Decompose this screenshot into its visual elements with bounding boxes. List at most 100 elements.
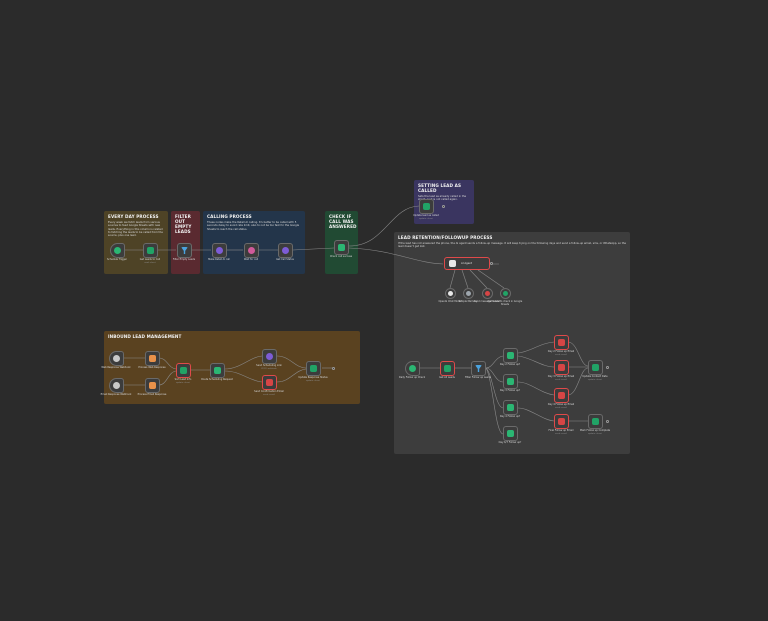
if-node[interactable]	[503, 426, 518, 441]
code-node[interactable]	[145, 351, 160, 366]
node-label: Day 4 Follow up?	[499, 415, 521, 418]
output-handle[interactable]	[606, 366, 609, 369]
connection	[567, 367, 589, 396]
sticky-every-day-process[interactable]: EVERY DAY PROCESS Every week we fetch le…	[104, 211, 168, 274]
if-node[interactable]	[503, 400, 518, 415]
update-sheet-node[interactable]	[306, 361, 321, 376]
node-label: AI Agent	[461, 262, 473, 265]
connection	[517, 381, 555, 396]
gmail-node[interactable]	[554, 360, 569, 375]
node-label: Get Call Status	[276, 258, 294, 261]
http-request-node[interactable]	[212, 243, 227, 258]
ai-agent-node[interactable]: AI Agent	[444, 257, 490, 270]
webhook-icon	[113, 355, 120, 362]
if-node[interactable]	[503, 348, 518, 363]
output-handle[interactable]	[442, 205, 445, 208]
switch-node[interactable]	[210, 363, 225, 378]
get-leads-node[interactable]	[440, 361, 455, 376]
sticky-calling-process[interactable]: CALLING PROCESS These nodes make the Ret…	[203, 211, 305, 274]
http-request-node[interactable]	[262, 349, 277, 364]
output-handle[interactable]	[490, 262, 493, 265]
code-icon	[149, 355, 156, 362]
http-request-node[interactable]	[278, 243, 293, 258]
node-label: Send message to lead	[473, 300, 501, 303]
node-label: Day 2 Follow up?	[499, 363, 521, 366]
connection	[348, 205, 420, 247]
memory-node[interactable]	[463, 288, 474, 299]
sheets-icon	[423, 203, 430, 210]
clock-icon	[409, 365, 416, 372]
if-icon	[507, 404, 514, 411]
sticky-title: CHECK IF CALL WAS ANSWERED	[329, 214, 357, 229]
wait-node[interactable]	[244, 243, 259, 258]
clock-icon	[114, 247, 121, 254]
gmail-node[interactable]	[554, 335, 569, 350]
webhook-node[interactable]	[109, 351, 124, 366]
node-label: Process Email Response	[137, 393, 167, 396]
gmail-node[interactable]	[554, 388, 569, 403]
node-label: Day 3 Follow up?	[499, 389, 521, 392]
get-leads-node[interactable]	[143, 243, 158, 258]
output-handle[interactable]	[332, 367, 335, 370]
connection	[276, 368, 307, 383]
wait-icon	[248, 247, 255, 254]
filter-node[interactable]	[471, 361, 486, 376]
node-label: Web Response Webhook	[101, 366, 131, 369]
output-handle[interactable]	[606, 420, 609, 423]
gmail-node[interactable]	[262, 375, 277, 390]
sticky-filter-empty-leads[interactable]: FILTER OUT EMPTY LEADS	[171, 211, 200, 274]
update-sheet-node[interactable]	[588, 360, 603, 375]
filter-node[interactable]	[177, 243, 192, 258]
send-icon	[485, 291, 490, 296]
if-icon	[507, 378, 514, 385]
schedule-trigger-node[interactable]	[405, 361, 420, 376]
sticky-title: INBOUND LEAD MANAGEMENT	[108, 334, 182, 339]
node-label: OpenAI Chat Model	[438, 300, 462, 303]
gmail-icon	[266, 379, 273, 386]
gmail-icon	[558, 339, 565, 346]
if-node[interactable]	[503, 374, 518, 389]
if-node[interactable]	[334, 240, 349, 255]
sticky-title: EVERY DAY PROCESS	[108, 214, 159, 219]
node-label: Get All Leads	[439, 376, 455, 379]
sticky-body: Every week we fetch leads from various s…	[108, 221, 163, 238]
if-icon	[507, 430, 514, 437]
sticky-title: CALLING PROCESS	[207, 214, 252, 219]
switch-icon	[214, 367, 221, 374]
gmail-icon	[558, 392, 565, 399]
sheets-icon	[503, 291, 508, 296]
memory-icon	[466, 291, 471, 296]
node-label: Make Retell AI call	[208, 258, 230, 261]
node-label: Route Scheduling Request	[201, 378, 233, 381]
sheets-icon	[592, 418, 599, 425]
webhook-node[interactable]	[109, 378, 124, 393]
connection	[348, 247, 444, 265]
schedule-trigger-node[interactable]	[110, 243, 125, 258]
update-sheet-node[interactable]	[176, 363, 191, 378]
connection	[449, 269, 456, 289]
node-label: Filter Follow up Leads	[465, 376, 491, 379]
sticky-title: SETTING LEAD AS CALLED	[418, 183, 462, 193]
tool-node[interactable]	[482, 288, 493, 299]
connection	[276, 355, 307, 369]
update-sheet-node[interactable]	[588, 414, 603, 429]
connection	[477, 269, 505, 289]
gmail-node[interactable]	[554, 414, 569, 429]
openai-model-node[interactable]	[445, 288, 456, 299]
if-icon	[338, 244, 345, 251]
tool-node[interactable]	[500, 288, 511, 299]
code-node[interactable]	[145, 378, 160, 393]
connection	[461, 269, 469, 289]
node-label: Daily Follow up Check	[398, 376, 426, 379]
globe-icon	[266, 353, 273, 360]
update-sheet-node[interactable]	[419, 199, 434, 214]
connection	[485, 355, 504, 369]
